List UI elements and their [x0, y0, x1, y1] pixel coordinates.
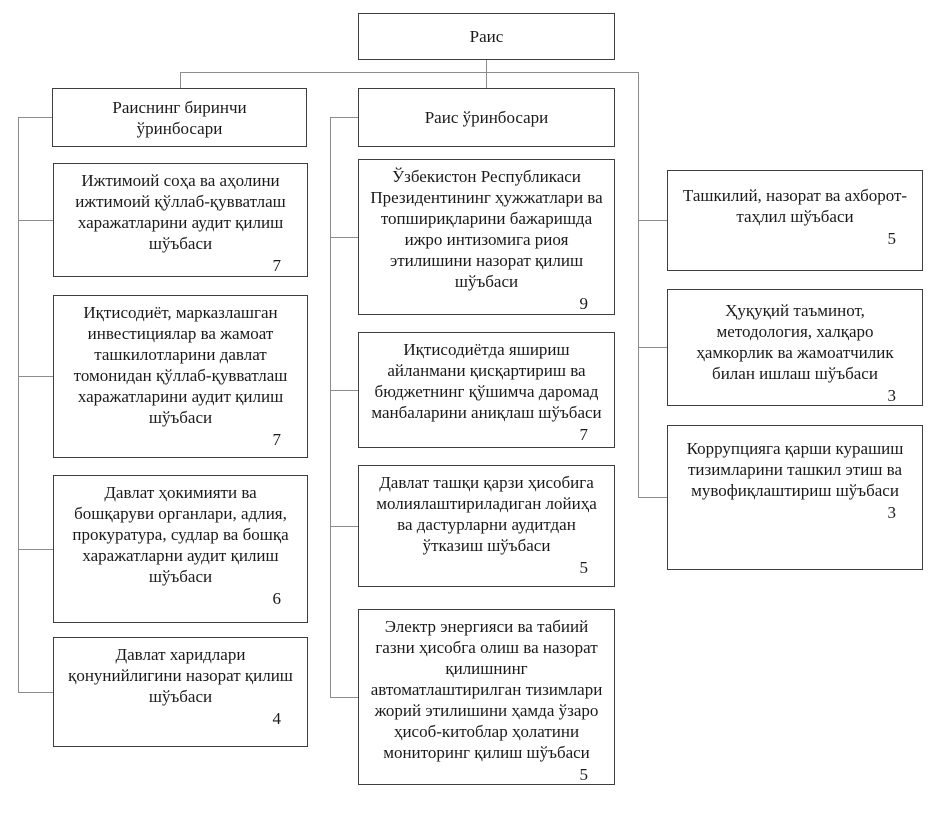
- connector-line: [638, 72, 639, 497]
- connector-line: [18, 117, 52, 118]
- org-box-dept-energy-monitoring: Электр энергияси ва табиий газни ҳисобга…: [358, 609, 615, 785]
- connector-line: [330, 117, 358, 118]
- org-box-dept-social-audit: Ижтимоий соҳа ва аҳолини ижтимоий қўллаб…: [53, 163, 308, 277]
- connector-line: [638, 347, 667, 348]
- org-box-dept-organizational-analysis: Ташкилий, назорат ва ахборот-таҳлил шўъб…: [667, 170, 923, 271]
- org-box-label: Электр энергияси ва табиий газни ҳисобга…: [370, 617, 603, 762]
- connector-line: [638, 497, 667, 498]
- staff-count: 7: [579, 425, 589, 444]
- connector-line: [330, 697, 358, 698]
- org-box-dept-economy-audit: Иқтисодиёт, марказлашган инвестициялар в…: [53, 295, 308, 458]
- org-box-label: Ўзбекистон Республикаси Президентининг ҳ…: [370, 167, 603, 291]
- org-box-dept-shadow-economy: Иқтисодиётда яшириш айланмани қисқартири…: [358, 332, 615, 448]
- org-box-label: Давлат ташқи қарзи ҳисобига молиялаштири…: [376, 473, 597, 555]
- org-box-first-deputy: Раиснинг биринчи ўринбосари: [52, 88, 307, 147]
- staff-count: 6: [272, 589, 282, 608]
- connector-line: [330, 117, 331, 697]
- org-box-label: Коррупцияга қарши курашиш тизимларини та…: [686, 439, 904, 500]
- staff-count: 3: [887, 503, 897, 522]
- connector-line: [18, 220, 53, 221]
- org-box-label: Раис: [469, 27, 504, 46]
- staff-count: 5: [579, 558, 589, 577]
- org-box-dept-president-discipline: Ўзбекистон Республикаси Президентининг ҳ…: [358, 159, 615, 315]
- org-box-chairman: Раис: [358, 13, 615, 60]
- connector-line: [18, 692, 53, 693]
- staff-count: 9: [579, 294, 589, 313]
- connector-line: [18, 117, 19, 692]
- connector-line: [180, 72, 639, 73]
- org-box-dept-procurement-control: Давлат харидлари қонунийлигини назорат қ…: [53, 637, 308, 747]
- org-box-label: Раиснинг биринчи ўринбосари: [112, 97, 247, 138]
- connector-line: [486, 60, 487, 73]
- org-box-dept-state-bodies-audit: Давлат ҳокимияти ва бошқаруви органлари,…: [53, 475, 308, 623]
- org-box-dept-anticorruption: Коррупцияга қарши курашиш тизимларини та…: [667, 425, 923, 570]
- connector-line: [18, 376, 53, 377]
- connector-line: [18, 549, 53, 550]
- connector-line: [330, 390, 358, 391]
- org-box-label: Иқтисодиёт, марказлашган инвестициялар в…: [73, 303, 288, 427]
- org-box-label: Иқтисодиётда яшириш айланмани қисқартири…: [371, 340, 602, 422]
- connector-line: [330, 526, 358, 527]
- staff-count: 3: [887, 386, 897, 405]
- connector-line: [330, 237, 358, 238]
- org-box-dept-external-debt-audit: Давлат ташқи қарзи ҳисобига молиялаштири…: [358, 465, 615, 587]
- org-box-label: Давлат харидлари қонунийлигини назорат қ…: [68, 645, 293, 706]
- org-box-label: Давлат ҳокимияти ва бошқаруви органлари,…: [72, 483, 289, 586]
- connector-line: [486, 72, 487, 88]
- org-box-label: Ижтимоий соҳа ва аҳолини ижтимоий қўллаб…: [75, 171, 286, 253]
- org-box-deputy: Раис ўринбосари: [358, 88, 615, 147]
- staff-count: 5: [579, 765, 589, 784]
- connector-line: [638, 220, 667, 221]
- org-box-label: Ҳуқуқий таъминот, методология, халқаро ҳ…: [696, 301, 894, 383]
- staff-count: 7: [272, 430, 282, 449]
- staff-count: 5: [887, 229, 897, 248]
- connector-line: [180, 72, 181, 88]
- org-box-label: Раис ўринбосари: [424, 108, 549, 127]
- org-box-dept-legal-methodology: Ҳуқуқий таъминот, методология, халқаро ҳ…: [667, 289, 923, 406]
- staff-count: 7: [272, 256, 282, 275]
- staff-count: 4: [272, 709, 282, 728]
- org-box-label: Ташкилий, назорат ва ахборот-таҳлил шўъб…: [682, 186, 908, 226]
